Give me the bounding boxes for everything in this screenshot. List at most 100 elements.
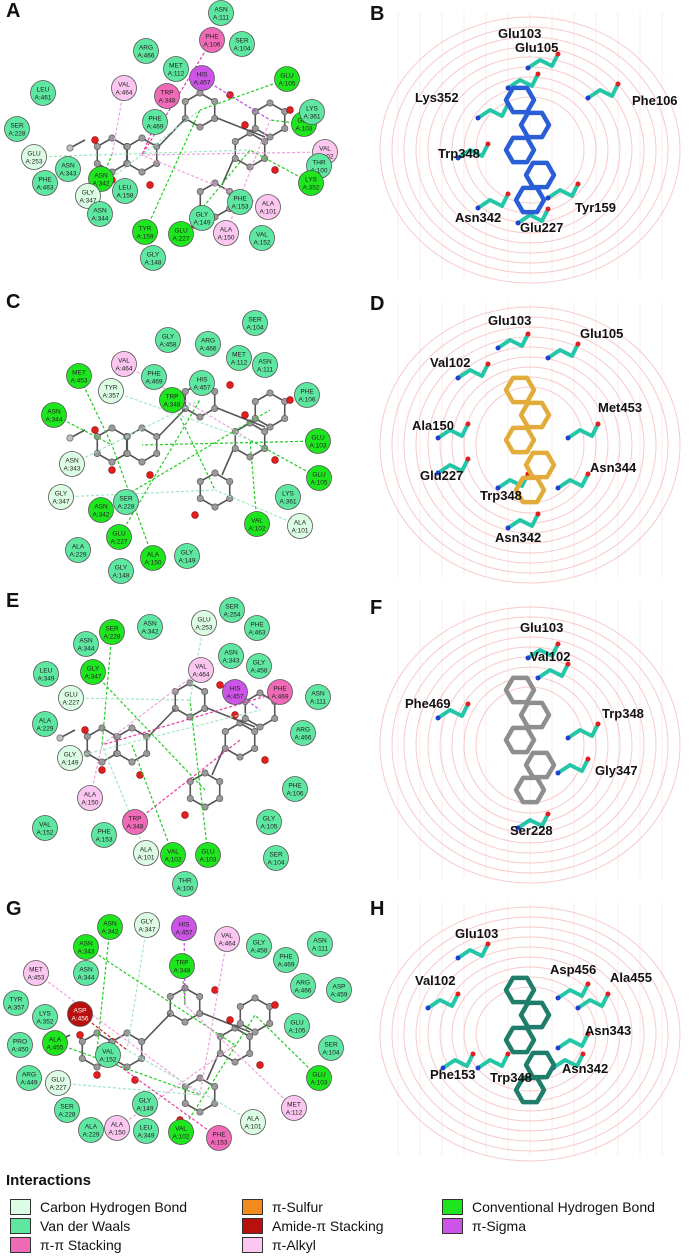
nitrogen-atom xyxy=(495,485,501,491)
carbon-atom xyxy=(153,160,161,168)
residue-id: A:361 xyxy=(304,114,321,121)
residue-name: PHE xyxy=(288,783,302,790)
residue-id: A:152 xyxy=(100,1057,117,1064)
ligand-ring xyxy=(503,1025,537,1055)
residue-id: A:464 xyxy=(219,941,236,948)
residue-id: A:102 xyxy=(173,1134,190,1141)
ligand-sticks xyxy=(503,375,557,505)
residue-stick xyxy=(496,332,530,350)
ligand-structure xyxy=(66,89,294,229)
residue-circle xyxy=(298,170,324,196)
residue-name: GLY xyxy=(162,334,175,341)
residue-name: ASP xyxy=(73,1008,86,1015)
carbon-atom xyxy=(221,727,229,735)
carbon-atom xyxy=(226,494,234,502)
residue-circle xyxy=(33,661,59,687)
interaction-line xyxy=(134,739,241,823)
residue-label: Phe106 xyxy=(632,93,678,108)
interaction-line xyxy=(96,926,111,1051)
interaction-line xyxy=(141,151,326,156)
residue-id: A:103 xyxy=(200,857,217,864)
interaction-line xyxy=(54,1042,201,1096)
residue-id: A:458 xyxy=(251,668,268,675)
residue-id: A:466 xyxy=(200,346,217,353)
nitrogen-atom xyxy=(525,655,531,661)
ligand-ring xyxy=(518,110,552,140)
residue-circle xyxy=(3,990,29,1016)
residue-circle xyxy=(108,558,134,584)
residue-circle xyxy=(287,513,313,539)
ligand-ring xyxy=(523,750,557,780)
oxygen-atom xyxy=(191,511,199,519)
residue-id: A:453 xyxy=(71,378,88,385)
residue-circle xyxy=(133,840,159,866)
ligand-sticks xyxy=(503,975,557,1105)
residue-circle xyxy=(256,809,282,835)
residue-sticks xyxy=(425,941,611,1071)
carbon-atom xyxy=(256,689,264,697)
residue-id: A:464 xyxy=(116,90,133,97)
residue-label: Asn342 xyxy=(455,210,501,225)
residue-id: A:153 xyxy=(96,837,113,844)
carbon-atom xyxy=(123,1063,131,1071)
residue-name: GLU xyxy=(197,617,211,624)
residue-circle xyxy=(306,1065,332,1091)
oxygen-atom xyxy=(465,456,471,462)
residue-stick xyxy=(506,72,540,90)
residue-name: HIS xyxy=(179,922,191,929)
residue-name: ALA xyxy=(72,544,85,551)
oxygen-atom xyxy=(146,471,154,479)
residue-id: A:149 xyxy=(179,558,196,565)
carbon-atom xyxy=(251,994,259,1002)
residue-id: A:152 xyxy=(37,830,54,837)
residue-id: A:463 xyxy=(249,630,266,637)
bond xyxy=(216,407,266,428)
residue-name: ASN xyxy=(94,504,108,511)
residue-circle xyxy=(66,363,92,389)
interaction-line xyxy=(171,399,216,491)
nitrogen-atom xyxy=(515,220,521,226)
nitrogen-atom xyxy=(515,825,521,831)
residue-id: A:101 xyxy=(292,528,309,535)
carbon-atom xyxy=(128,724,136,732)
residue-id: A:104 xyxy=(247,325,264,332)
residue-circle xyxy=(199,27,225,53)
residue-circle xyxy=(111,75,137,101)
residue-label: Trp348 xyxy=(480,488,522,503)
residue-id: A:343 xyxy=(60,171,77,178)
interaction-line xyxy=(100,154,113,180)
residue-id: A:228 xyxy=(9,131,26,138)
residue-name: GLU xyxy=(290,1020,304,1027)
residue-name: LYS xyxy=(282,491,294,498)
residue-circle xyxy=(58,685,84,711)
residue-id: A:469 xyxy=(146,379,163,386)
interaction-line xyxy=(249,439,320,479)
oxygen-atom xyxy=(465,421,471,427)
carbon-atom xyxy=(216,794,224,802)
residue-sticks xyxy=(435,641,601,831)
residue-circle xyxy=(57,745,83,771)
interaction-line xyxy=(180,149,251,235)
residue-stick xyxy=(526,52,560,70)
legend-label: π-Sigma xyxy=(472,1218,527,1234)
residue-circle xyxy=(206,1125,232,1151)
residue-id: A:150 xyxy=(218,235,235,242)
residue-circle xyxy=(99,619,125,645)
residue-circle xyxy=(246,653,272,679)
methyl-atom xyxy=(66,144,74,152)
residue-name: MET xyxy=(72,370,86,377)
oxygen-atom xyxy=(485,141,491,147)
residue-label: Asn342 xyxy=(495,530,541,545)
residue-id: A:461 xyxy=(35,95,52,102)
